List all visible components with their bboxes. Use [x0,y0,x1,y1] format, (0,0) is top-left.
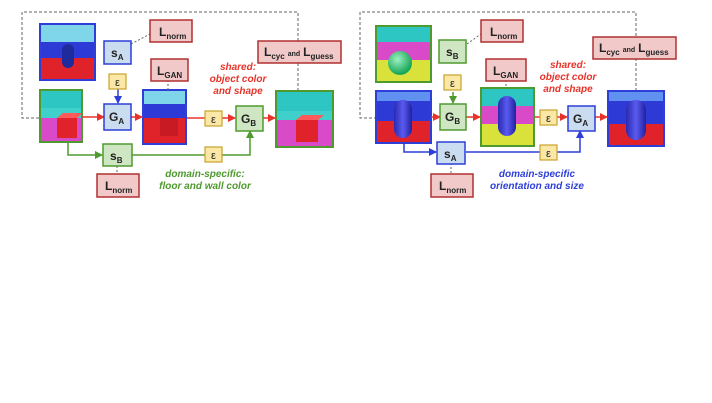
svg-text:LGAN: LGAN [157,64,182,80]
left-image-generated [142,89,187,145]
right-image-generated [480,87,535,147]
left-shared-note: shared: object color and shape [210,62,268,97]
svg-text:ε: ε [450,78,455,90]
svg-text:Lnorm: Lnorm [439,179,466,195]
right-loss-norm-bottom: Lnorm [430,173,474,198]
svg-text:object color: object color [210,74,268,85]
right-loss-norm-top: Lnorm [480,19,524,43]
left-epsilon-2: ε [204,110,223,127]
left-image-domain-b-input [39,89,83,143]
left-encoder-sb: sB [102,143,133,167]
right-generator-gb: GB [439,103,467,131]
right-encoder-sa: sA [436,141,466,165]
right-image-domain-a-input [375,90,432,144]
left-connector-norm-top [130,33,151,45]
right-image-reconstructed [607,90,665,147]
left-image-reconstructed [275,90,334,148]
left-cycle-loop [21,11,299,119]
svg-text:ε: ε [115,77,120,89]
right-epsilon-1: ε [443,74,462,91]
svg-text:ε: ε [546,148,551,160]
left-generator-gb: GB [235,105,264,132]
left-loss-gan: LGAN [150,58,189,82]
left-encoder-sa: sA [103,40,132,65]
svg-text:and shape: and shape [213,86,263,97]
svg-text:sA: sA [444,147,457,163]
svg-text:sB: sB [446,45,459,61]
svg-text:domain-specific:: domain-specific: [165,169,244,180]
svg-text:Lnorm: Lnorm [490,25,517,41]
svg-text:shared:: shared: [550,60,586,71]
svg-text:GA: GA [109,110,124,126]
left-arrow-img-to-sb [67,142,103,159]
svg-text:Lnorm: Lnorm [159,25,186,41]
left-generator-ga: GA [103,103,132,131]
svg-text:Lnorm: Lnorm [105,179,132,195]
right-shared-note: shared: object color and shape [540,60,598,95]
svg-text:shared:: shared: [220,62,256,73]
svg-text:object color: object color [540,72,598,83]
svg-text:orientation and size: orientation and size [490,181,584,192]
right-specific-note: domain-specific orientation and size [490,169,584,192]
svg-text:GB: GB [241,112,256,128]
right-arrow-img-to-sa [403,143,437,156]
right-loss-gan: LGAN [485,58,527,82]
svg-text:domain-specific: domain-specific [499,169,576,180]
svg-text:ε: ε [211,150,216,162]
right-epsilon-3: ε [539,144,558,161]
left-loss-norm-top: Lnorm [149,19,193,43]
right-image-domain-b [375,25,432,83]
right-encoder-sb: sB [438,39,467,64]
right-epsilon-2: ε [539,109,558,126]
svg-text:sB: sB [110,149,123,165]
right-generator-ga: GA [567,105,596,132]
svg-text:GA: GA [573,112,588,128]
right-connector-norm-top [466,33,482,45]
svg-text:GB: GB [445,110,460,126]
svg-text:ε: ε [211,114,216,126]
left-image-domain-a [39,23,96,81]
svg-text:floor and wall color: floor and wall color [159,181,252,192]
right-arrow-sa-to-ga [466,130,584,153]
left-loss-norm-bottom: Lnorm [96,173,140,198]
left-specific-note: domain-specific: floor and wall color [159,169,252,192]
svg-text:ε: ε [546,113,551,125]
left-epsilon-1: ε [108,73,127,90]
svg-text:and shape: and shape [543,84,593,95]
svg-text:LGAN: LGAN [493,64,518,80]
svg-text:sA: sA [111,46,124,62]
left-epsilon-3: ε [204,146,223,163]
left-arrow-sb-to-gb [132,130,254,156]
